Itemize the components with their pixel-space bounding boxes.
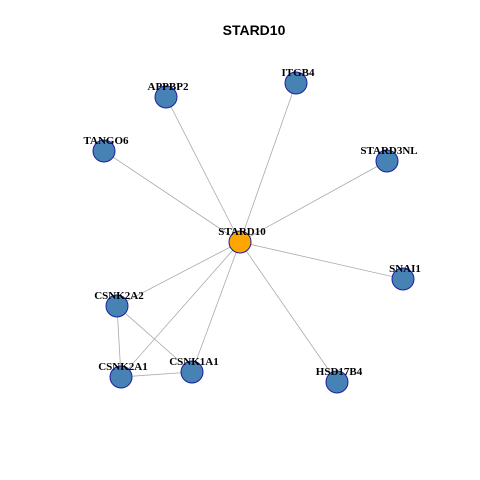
node-circle (284, 71, 308, 95)
node-circle (109, 365, 133, 389)
node-csnk2a1: CSNK2A1 (98, 361, 148, 389)
edge-stard10-snai1 (239, 241, 404, 280)
node-appbp2: APPBP2 (148, 81, 189, 109)
node-hsd17b4: HSD17B4 (316, 366, 363, 394)
node-circle (391, 267, 415, 291)
node-label: CSNK1A1 (169, 356, 219, 368)
node-circle (180, 360, 204, 384)
edge-stard10-csnk2a2 (116, 241, 241, 307)
node-itgb4: ITGB4 (281, 67, 315, 95)
node-label: HSD17B4 (316, 366, 363, 378)
edge-csnk2a1-csnk1a1 (120, 371, 193, 378)
edge-stard10-hsd17b4 (239, 241, 338, 383)
node-stard3nl: STARD3NL (360, 145, 418, 173)
node-label: STARD3NL (360, 145, 417, 157)
edge-stard10-tango6 (103, 150, 241, 243)
node-label: TANGO6 (83, 135, 129, 147)
edge-stard10-stard3nl (239, 160, 388, 243)
node-circle (105, 294, 129, 318)
edge-stard10-csnk2a1 (120, 241, 241, 378)
diagram-title: STARD10 (223, 22, 286, 38)
node-snai1: SNAI1 (389, 263, 421, 291)
edge-layer (103, 82, 404, 383)
node-label: APPBP2 (148, 81, 189, 93)
edge-stard10-appbp2 (165, 96, 241, 243)
edge-csnk2a2-csnk2a1 (116, 305, 122, 378)
edge-stard10-itgb4 (239, 82, 297, 243)
node-label: STARD10 (218, 226, 266, 238)
node-stard10: STARD10 (218, 226, 266, 254)
edge-stard10-csnk1a1 (191, 241, 241, 373)
node-circle (228, 230, 252, 254)
node-tango6: TANGO6 (83, 135, 129, 163)
node-label: SNAI1 (389, 263, 421, 275)
node-csnk1a1: CSNK1A1 (169, 356, 219, 384)
node-label: ITGB4 (281, 67, 315, 79)
edge-csnk2a2-csnk1a1 (116, 305, 193, 373)
node-csnk2a2: CSNK2A2 (94, 290, 144, 318)
node-circle (375, 149, 399, 173)
node-circle (325, 370, 349, 394)
node-circle (154, 85, 178, 109)
node-label: CSNK2A2 (94, 290, 144, 302)
node-circle (92, 139, 116, 163)
node-label: CSNK2A1 (98, 361, 148, 373)
